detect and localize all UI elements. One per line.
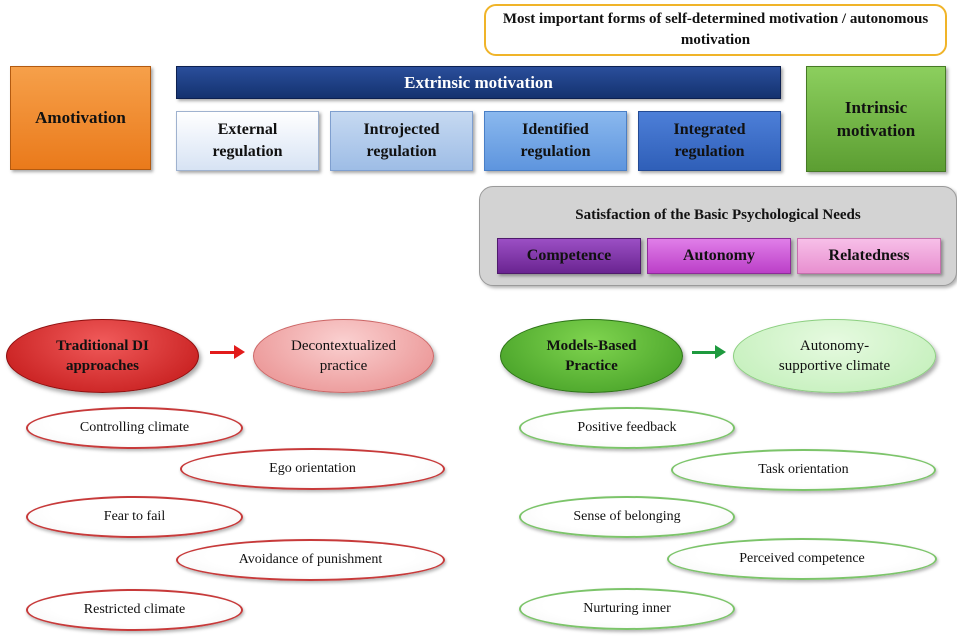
- outcome-label: Sense of belonging: [573, 509, 681, 524]
- outcome-label: Fear to fail: [103, 509, 166, 524]
- autonomy-supportive-climate-label: Autonomy-supportive climate: [778, 338, 891, 374]
- outcome-oval: Controlling climate: [26, 407, 243, 449]
- outcome-label: Avoidance of punishment: [238, 552, 383, 567]
- extrinsic-motivation-label: Extrinsic motivation: [404, 72, 553, 92]
- extrinsic-motivation-banner: Extrinsic motivation: [176, 66, 781, 99]
- introjected-regulation-label: Introjected regulation: [363, 121, 440, 160]
- external-regulation-label: External regulation: [212, 121, 283, 160]
- amotivation-label: Amotivation: [35, 108, 126, 127]
- traditional-di-oval: Traditional DI approaches: [6, 319, 199, 393]
- outcome-oval: Sense of belonging: [519, 496, 735, 538]
- outcome-oval: Avoidance of punishment: [176, 539, 445, 581]
- intrinsic-motivation-label: Intrinsic motivation: [836, 98, 916, 140]
- decontextualized-practice-label: Decontextualized practice: [291, 338, 396, 374]
- outcome-oval: Ego orientation: [180, 448, 445, 490]
- green-arrow-icon: [692, 351, 716, 354]
- outcome-label: Controlling climate: [79, 420, 190, 435]
- basic-needs-title: Satisfaction of the Basic Psychological …: [575, 206, 861, 223]
- outcome-label: Task orientation: [758, 462, 849, 477]
- green-arrow-head-icon: [715, 345, 726, 359]
- introjected-regulation-box: Introjected regulation: [330, 111, 473, 171]
- intrinsic-motivation-box: Intrinsic motivation: [806, 66, 946, 172]
- outcome-oval: Fear to fail: [26, 496, 243, 538]
- autonomy-box: Autonomy: [647, 238, 791, 274]
- outcome-label: Positive feedback: [577, 420, 677, 435]
- callout-text: Most important forms of self-determined …: [502, 11, 929, 48]
- red-arrow-icon: [210, 351, 235, 354]
- relatedness-box: Relatedness: [797, 238, 941, 274]
- outcome-oval: Restricted climate: [26, 589, 243, 631]
- outcome-label: Restricted climate: [83, 602, 186, 617]
- external-regulation-box: External regulation: [176, 111, 319, 171]
- autonomous-motivation-callout: Most important forms of self-determined …: [484, 4, 947, 56]
- identified-regulation-box: Identified regulation: [484, 111, 627, 171]
- outcome-oval: Positive feedback: [519, 407, 735, 449]
- outcome-label: Ego orientation: [269, 461, 356, 476]
- red-arrow-head-icon: [234, 345, 245, 359]
- relatedness-label: Relatedness: [828, 247, 910, 264]
- outcome-oval: Nurturing inner: [519, 588, 735, 630]
- integrated-regulation-label: Integrated regulation: [673, 121, 746, 160]
- outcome-label: Perceived competence: [739, 551, 865, 566]
- amotivation-box: Amotivation: [10, 66, 151, 170]
- traditional-di-label: Traditional DI approaches: [56, 338, 149, 374]
- autonomy-label: Autonomy: [682, 247, 755, 264]
- integrated-regulation-box: Integrated regulation: [638, 111, 781, 171]
- identified-regulation-label: Identified regulation: [520, 121, 591, 160]
- outcome-oval: Task orientation: [671, 449, 936, 491]
- autonomy-supportive-climate-oval: Autonomy-supportive climate: [733, 319, 936, 393]
- competence-label: Competence: [526, 247, 612, 264]
- outcome-oval: Perceived competence: [667, 538, 937, 580]
- decontextualized-practice-oval: Decontextualized practice: [253, 319, 434, 393]
- models-based-practice-label: Models-Based Practice: [546, 338, 637, 374]
- outcome-label: Nurturing inner: [583, 601, 671, 616]
- models-based-practice-oval: Models-Based Practice: [500, 319, 683, 393]
- competence-box: Competence: [497, 238, 641, 274]
